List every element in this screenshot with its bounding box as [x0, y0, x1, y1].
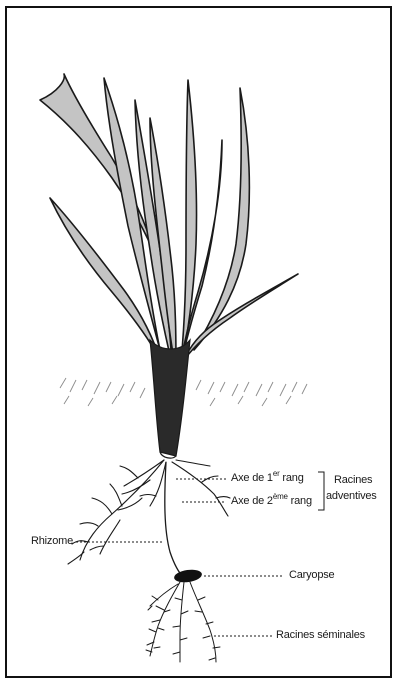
- label-racines-adventives-1: Racines: [334, 474, 372, 486]
- leaves: [40, 74, 298, 372]
- label-racines-seminales: Racines séminales: [276, 629, 365, 641]
- label-racines-adventives-2: adventives: [326, 490, 377, 502]
- label-rhizome: Rhizome: [31, 535, 73, 547]
- bracket-racines-adventives: [318, 472, 324, 510]
- seminal-roots: [146, 582, 220, 662]
- label-axe-deuxieme-rang: Axe de 2ème rang: [231, 495, 312, 507]
- adventive-roots: [68, 460, 230, 564]
- label-caryopse: Caryopse: [289, 569, 334, 581]
- label-axe-premier-rang: Axe de 1er rang: [231, 472, 304, 484]
- stem: [150, 340, 190, 458]
